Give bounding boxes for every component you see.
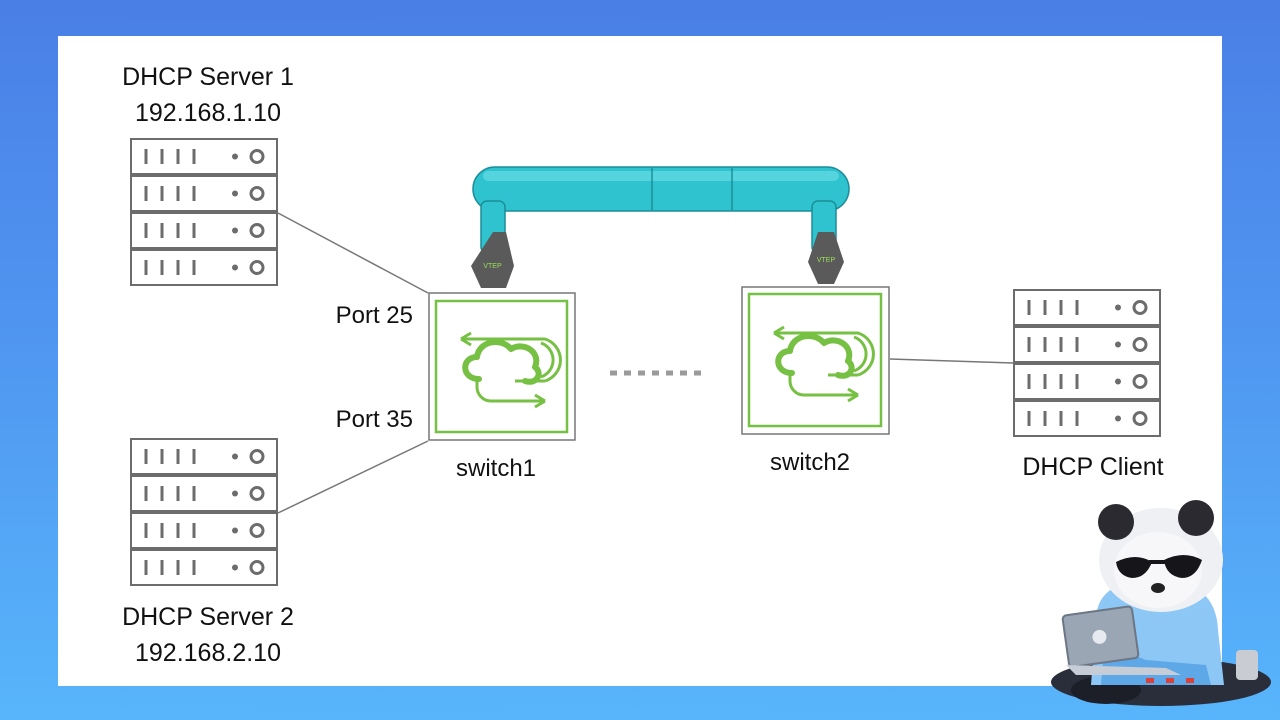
vxlan-tunnel <box>472 166 850 254</box>
port-upper-label: Port 25 <box>336 302 413 329</box>
vtep-hexagon-icon: VTEP <box>471 232 514 288</box>
network-diagram: VTEP VTEP DHCP Server 1 192.168.1.10 DHC… <box>122 63 1164 667</box>
link-server2-switch1 <box>277 440 429 514</box>
switch2-label: switch2 <box>770 449 850 476</box>
server-rack-icon <box>1012 288 1162 438</box>
diagram-canvas: VTEP VTEP DHCP Server 1 192.168.1.10 DHC… <box>58 36 1222 686</box>
vtep-label-2: VTEP <box>817 257 836 264</box>
client-label: DHCP Client <box>1022 453 1163 481</box>
server-rack-icon <box>129 137 279 287</box>
link-switch2-client <box>889 358 1014 364</box>
port-lower-label: Port 35 <box>336 406 413 433</box>
server2-name: DHCP Server 2 <box>122 603 294 631</box>
panda-hacker-illustration <box>1051 500 1271 706</box>
vtep-hexagon-icon: VTEP <box>808 232 844 284</box>
switch2-node <box>741 286 890 435</box>
server2-ip: 192.168.2.10 <box>135 639 281 667</box>
vtep-label-1: VTEP <box>483 263 502 270</box>
server-rack-icon <box>129 437 279 587</box>
server1-ip: 192.168.1.10 <box>135 99 281 127</box>
switch1-node <box>428 292 576 441</box>
link-server1-switch1 <box>277 212 429 294</box>
switch1-label: switch1 <box>456 455 536 482</box>
server1-name: DHCP Server 1 <box>122 63 294 91</box>
